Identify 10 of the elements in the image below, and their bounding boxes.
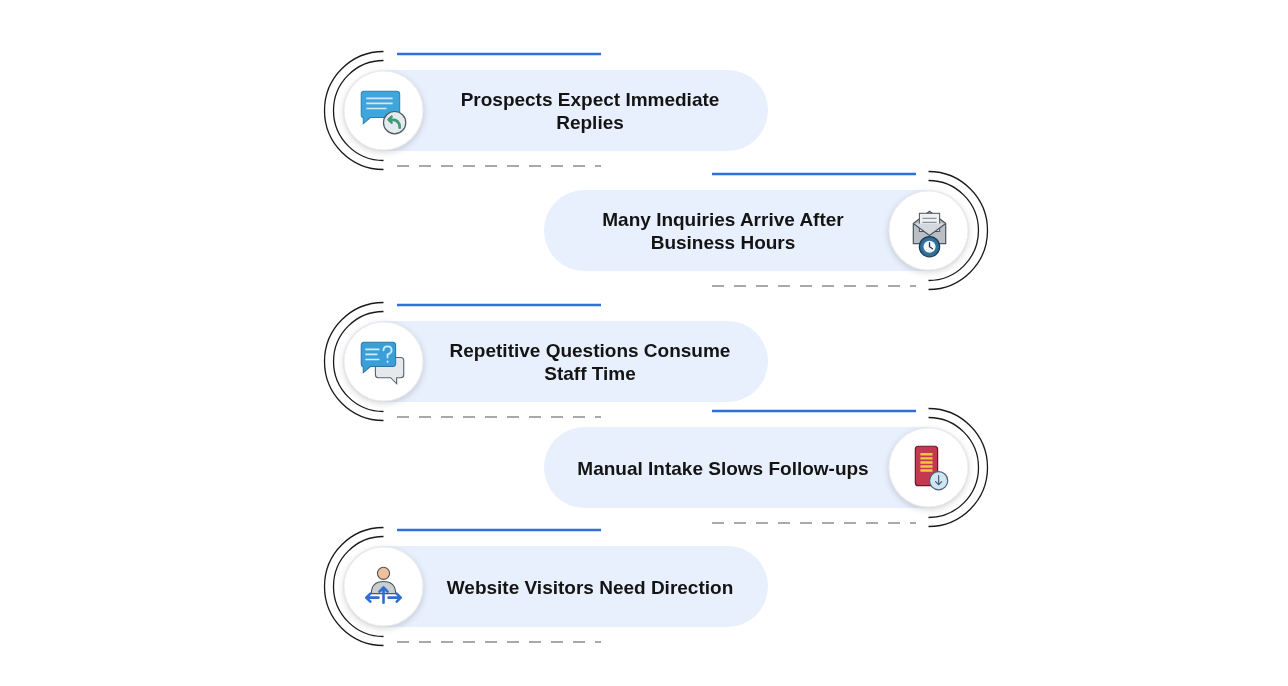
- item-title: Many Inquiries Arrive After Business Hours: [601, 207, 845, 254]
- item-title: Website Visitors Need Direction: [445, 575, 735, 598]
- item-title: Manual Intake Slows Follow-ups: [576, 456, 870, 479]
- pill-banner: [343, 70, 768, 151]
- pill-banner: [544, 427, 969, 508]
- pill-banner: [343, 546, 768, 627]
- pill-banner: [544, 190, 969, 271]
- item-title: Repetitive Questions Consume Staff Time: [448, 338, 732, 385]
- item-title: Prospects Expect Immediate Replies: [459, 87, 721, 134]
- pill-banner: [343, 321, 768, 402]
